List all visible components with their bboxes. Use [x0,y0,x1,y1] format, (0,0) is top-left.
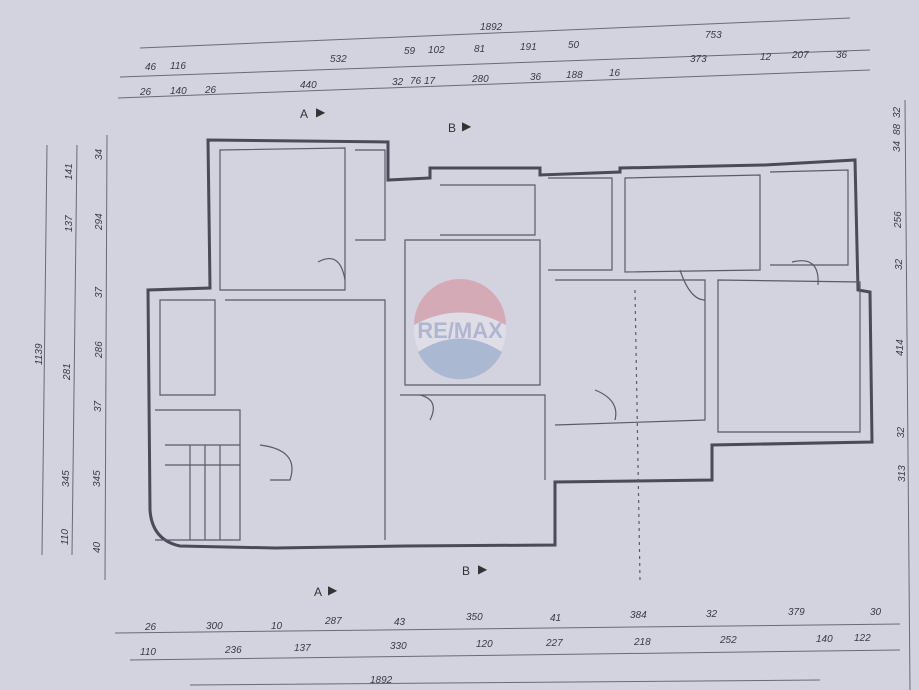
dim: 26 [139,87,152,98]
dim: 140 [170,86,187,97]
dim: 252 [719,635,737,646]
section-arrow-icon: ▶ [462,119,472,133]
dim: 188 [566,70,583,81]
section-arrow-icon: ▶ [316,105,326,119]
dim: 116 [170,61,186,72]
dim: 227 [545,638,563,649]
dim: 286 [94,341,105,359]
dim: 345 [92,470,103,487]
dim: 287 [324,616,342,627]
bottom-dimensions: 26 300 10 287 43 350 41 384 32 379 30 11… [140,607,882,686]
dim: 26 [144,622,157,633]
dim: 81 [474,44,485,55]
dim: 50 [568,40,580,51]
dim: 207 [791,50,809,61]
dim: 76 [410,76,422,87]
dim: 36 [530,72,542,83]
section-marker-b-bottom: B [462,564,470,578]
dim: 414 [895,339,906,356]
watermark-text: RE/MAX [417,318,503,343]
dim: 40 [92,541,103,553]
dim-top-overall: 1892 [480,22,503,33]
dim: 236 [224,645,242,656]
dim: 32 [392,77,404,88]
right-dimensions: 32 88 34 256 32 414 32 313 [892,106,908,482]
section-arrow-icon: ▶ [328,583,338,597]
dim: 122 [854,633,871,644]
dim: 384 [630,610,647,621]
dim: 59 [404,46,416,57]
remax-watermark: RE/MAX [414,279,506,380]
dim: 32 [892,106,903,118]
dim: 37 [93,400,104,412]
dim: 34 [94,148,105,160]
dim: 345 [61,470,72,487]
dim: 26 [204,85,217,96]
left-dimensions: 1139 141 137 281 345 110 34 294 37 286 3… [34,148,105,553]
dim: 32 [896,426,907,438]
dim: 281 [62,363,73,381]
dim: 294 [94,213,105,231]
dim-bottom-overall: 1892 [370,675,393,686]
section-marker-b-top: B [448,121,456,135]
dim: 300 [206,621,223,632]
dim: 10 [271,621,283,632]
section-marker-a-bottom: A [314,585,322,599]
dim: 12 [760,52,772,63]
dim: 753 [705,30,722,41]
dim: 36 [836,50,848,61]
dim: 32 [706,609,718,620]
dim: 532 [330,54,347,65]
dim: 30 [870,607,882,618]
dim: 120 [476,639,493,650]
dim: 110 [60,529,71,545]
dim-left-overall: 1139 [34,343,45,365]
section-marker-a-top: A [300,107,308,121]
dim: 440 [300,80,317,91]
dim: 218 [633,637,651,648]
dim: 280 [471,74,489,85]
dim: 43 [394,617,406,628]
dimension-lines [41,17,911,690]
dim: 373 [690,54,707,65]
dim: 16 [609,68,621,79]
dim: 191 [520,42,537,53]
dim: 350 [466,612,483,623]
dim: 17 [424,76,436,87]
dim: 141 [64,163,75,180]
dim: 37 [94,286,105,298]
dim: 102 [428,45,445,56]
dim: 379 [788,607,805,618]
dim: 137 [64,215,75,232]
dim: 313 [897,465,908,482]
dim: 41 [550,613,561,624]
dim: 137 [294,643,311,654]
top-dimensions: 1892 753 59 102 81 191 50 46 116 532 373… [139,22,848,98]
dim: 88 [892,123,903,135]
section-arrow-icon: ▶ [478,562,488,576]
dim: 110 [140,647,156,658]
dim: 256 [893,211,904,229]
walls [146,138,874,581]
dim: 140 [816,634,833,645]
dim: 46 [145,62,157,73]
dim: 32 [894,258,905,270]
dim: 330 [390,641,407,652]
dim: 34 [892,140,903,152]
